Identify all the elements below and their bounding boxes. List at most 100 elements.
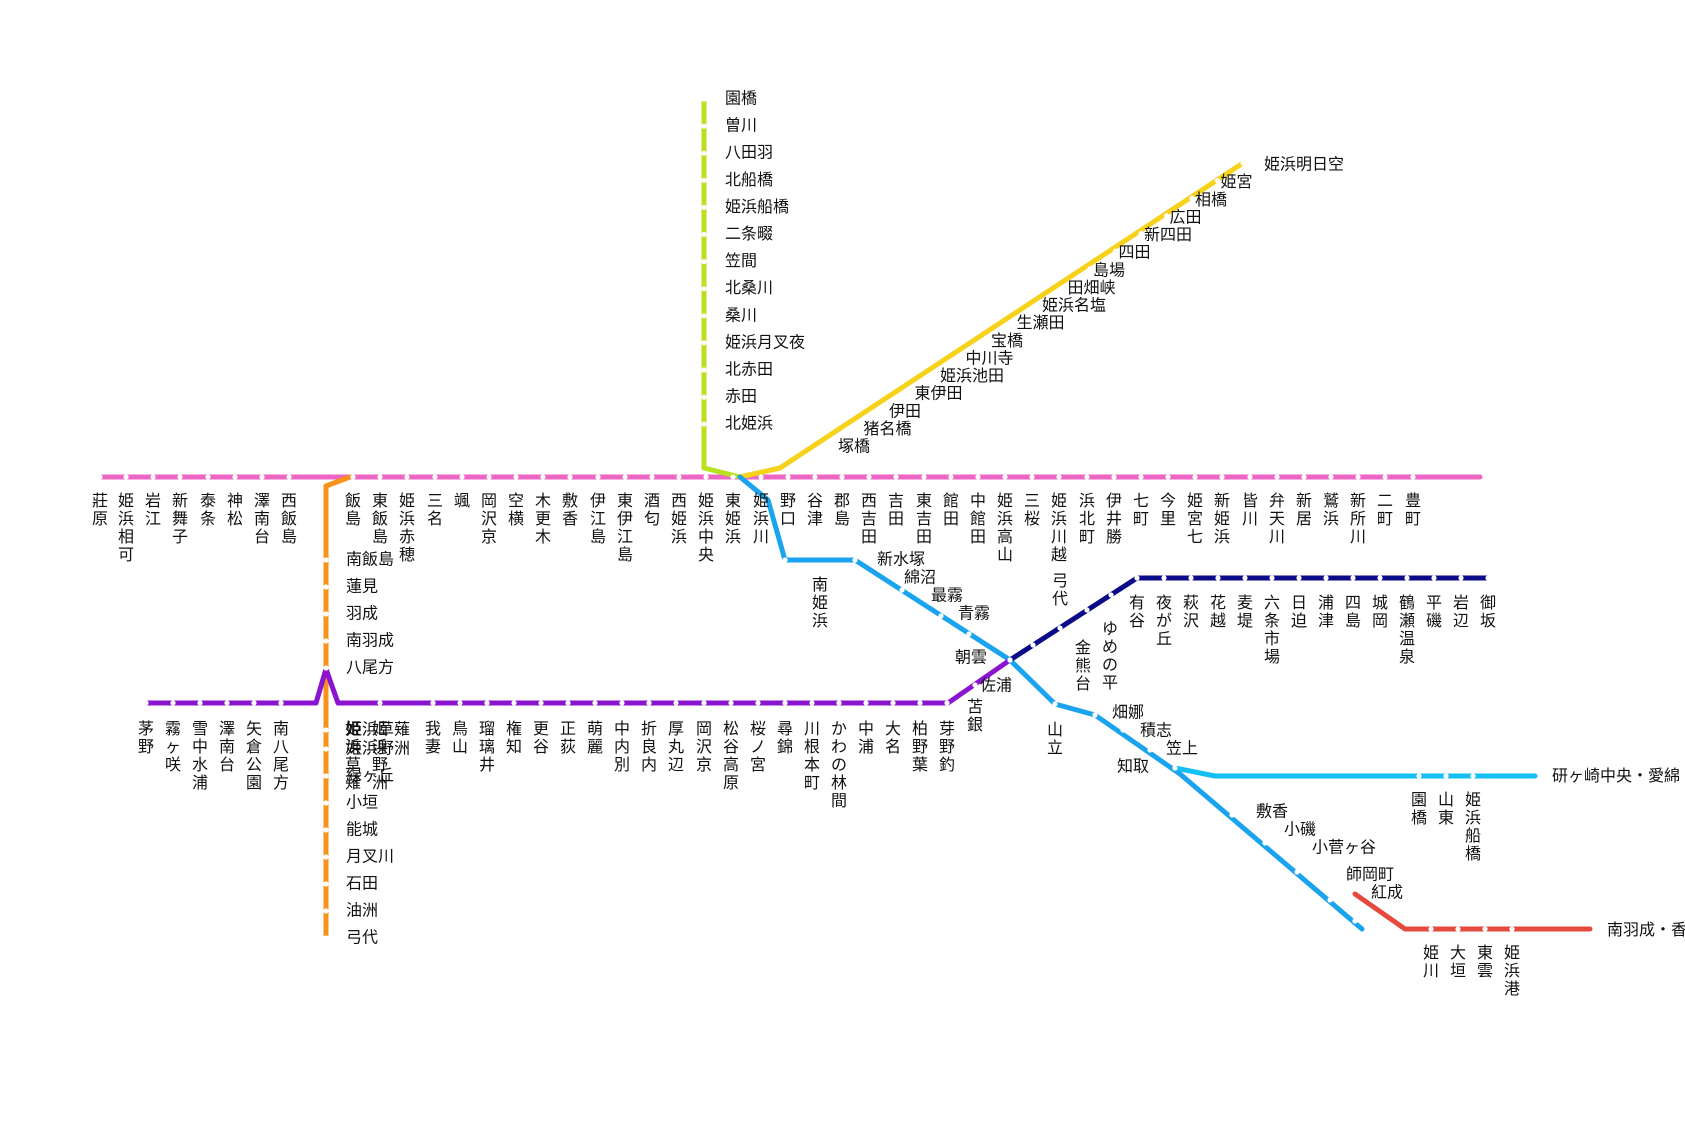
line-pink-station-dot	[921, 474, 927, 480]
line-maroon-station-dot	[251, 700, 257, 706]
station-label: 西姫浜	[671, 491, 687, 546]
station-label: 正荻	[560, 719, 576, 756]
station-label: 伊井勝	[1106, 491, 1122, 546]
station-label: 折良内	[641, 719, 657, 774]
station-label: 姫浜野洲	[372, 719, 388, 792]
line-navy-station-dot	[1030, 642, 1036, 648]
station-label: 姫浜中央	[698, 491, 714, 564]
line-skyblue-station-dot	[938, 613, 944, 619]
station-label: 敷香	[562, 491, 578, 528]
station-label: 東伊江島	[617, 491, 633, 564]
station-label: 我妻	[425, 719, 441, 756]
station-label: 空横	[508, 491, 524, 528]
line-purple-station-dot	[484, 700, 490, 706]
station-label: 八尾方	[346, 658, 394, 677]
station-label: 伊田	[889, 401, 921, 420]
station-label: ゆめの平	[1102, 619, 1118, 692]
line-pink-station-dot	[1410, 474, 1416, 480]
line-purple-station-dot	[565, 700, 571, 706]
station-label: 御坂	[1480, 593, 1496, 630]
line-purple-station-dot	[755, 700, 761, 706]
line-orange-station-dot	[323, 800, 329, 806]
line-orange-station-dot	[323, 881, 329, 887]
line-yellow-station-dot	[1036, 301, 1042, 307]
station-label: 谷津	[807, 491, 823, 528]
line-maroon-station-dot	[170, 700, 176, 706]
line-pink-station-dot	[1165, 474, 1171, 480]
line-red-station-dot	[1482, 926, 1488, 932]
line-orange-station-dot	[323, 611, 329, 617]
line-yellow-station-dot	[1163, 213, 1170, 219]
line-pink-station-dot	[703, 474, 709, 480]
station-label: 最霧	[931, 586, 963, 605]
station-label: 中館田	[970, 491, 986, 546]
station-label: 知取	[1117, 757, 1149, 776]
line-lime-station-dot	[701, 123, 707, 129]
line-lime-station-dot	[701, 259, 707, 265]
line-pink-station-dot	[1247, 474, 1253, 480]
line-purple-station-dot	[592, 700, 598, 706]
line-skyblue-station-dot	[966, 631, 972, 637]
line-purple-station-dot	[890, 700, 896, 706]
station-label: 柏野葉	[912, 719, 928, 774]
line-purple-station-dot	[917, 700, 923, 706]
station-label: 日迫	[1291, 593, 1307, 630]
station-label: 八田羽	[725, 143, 773, 162]
line-skyblue-station-dot	[1327, 897, 1333, 903]
station-label: 姫浜船橋	[725, 197, 789, 216]
line-navy-station-dot	[1084, 607, 1090, 613]
line-pink-station-dot	[377, 474, 383, 480]
station-label: 酒匂	[644, 491, 660, 528]
line-lime-station-dot	[701, 204, 707, 210]
station-label: かわの林間	[831, 719, 847, 810]
line-navy-station-dot	[1215, 575, 1221, 581]
line-pink-station-dot	[893, 474, 899, 480]
line-pink-station-dot	[1056, 474, 1062, 480]
station-label: 田畑峡	[1068, 278, 1116, 297]
station-label: 平磯	[1426, 593, 1442, 630]
line-lightblue-station-dot	[1416, 773, 1422, 779]
station-label: 姫浜草薙	[345, 719, 361, 792]
station-label: 東吉田	[916, 491, 932, 546]
station-label: 四田	[1119, 243, 1151, 262]
station-label: 北赤田	[725, 360, 773, 379]
station-label: 今里	[1160, 491, 1176, 528]
station-label: 大垣	[1450, 943, 1466, 980]
station-label: 園橋	[725, 89, 757, 108]
line-skyblue-station-dot	[782, 557, 788, 563]
line-pink-station-dot	[975, 474, 981, 480]
station-label: 敷香	[1256, 802, 1288, 821]
station-label: 南姫浜	[812, 575, 828, 630]
line-lime-station-dot	[701, 286, 707, 292]
station-label: 弓代	[346, 928, 378, 947]
line-navy-station-dot	[1108, 592, 1114, 598]
line-orange-station-dot	[323, 638, 329, 644]
station-label: 朝雲	[955, 648, 987, 667]
station-label: 姫浜月叉夜	[725, 332, 805, 351]
station-label: 南羽成	[346, 631, 394, 650]
line-lime-station-dot	[701, 313, 707, 319]
line-skyblue-station-dot	[1172, 765, 1178, 771]
line-skyblue-station-dot	[1262, 840, 1268, 846]
line-red-station-dot	[1509, 926, 1515, 932]
line-skyblue-station-dot	[1007, 657, 1013, 663]
line-pink-station-dot	[1301, 474, 1307, 480]
station-label: 姫浜川	[753, 491, 769, 546]
line-yellow-station-dot	[1240, 160, 1246, 166]
station-label: 姫浜高山	[997, 491, 1013, 564]
line-navy-station-dot	[1161, 575, 1167, 581]
station-label: 新居	[1296, 491, 1312, 528]
station-label: 新所川	[1350, 491, 1366, 546]
line-red-station-dot	[1428, 926, 1434, 932]
line-yellow-station-dot	[1087, 266, 1093, 272]
line-red	[1352, 891, 1593, 932]
station-label: 岩辺	[1453, 593, 1469, 630]
station-label: 皆川	[1242, 491, 1258, 528]
line-yellow-station-dot	[1010, 319, 1017, 325]
line-yellow-station-dot	[857, 424, 864, 430]
station-label: 浦津	[1318, 593, 1334, 630]
station-label: 猪名橋	[864, 419, 912, 438]
line-orange-station-dot	[323, 665, 329, 671]
station-label: 桑川	[725, 305, 757, 324]
line-pink-station-dot	[1192, 474, 1198, 480]
